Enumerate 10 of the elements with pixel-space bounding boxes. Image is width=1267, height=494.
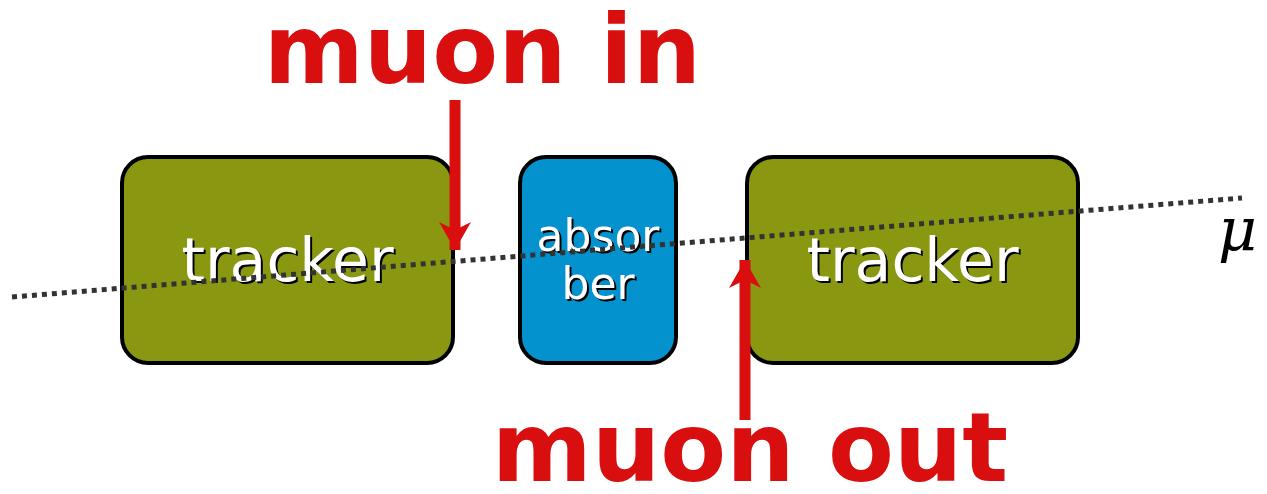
annotation-text: muon out — [440, 402, 1060, 494]
detector-block — [518, 155, 678, 365]
arrow — [439, 100, 471, 250]
block-label: absor ber — [535, 211, 661, 309]
arrow — [729, 260, 761, 420]
annotation-text: muon in — [220, 0, 745, 100]
detector-block — [745, 155, 1080, 365]
detector-block — [120, 155, 455, 365]
block-label: tracker — [181, 230, 394, 290]
block-label: tracker — [806, 230, 1019, 290]
